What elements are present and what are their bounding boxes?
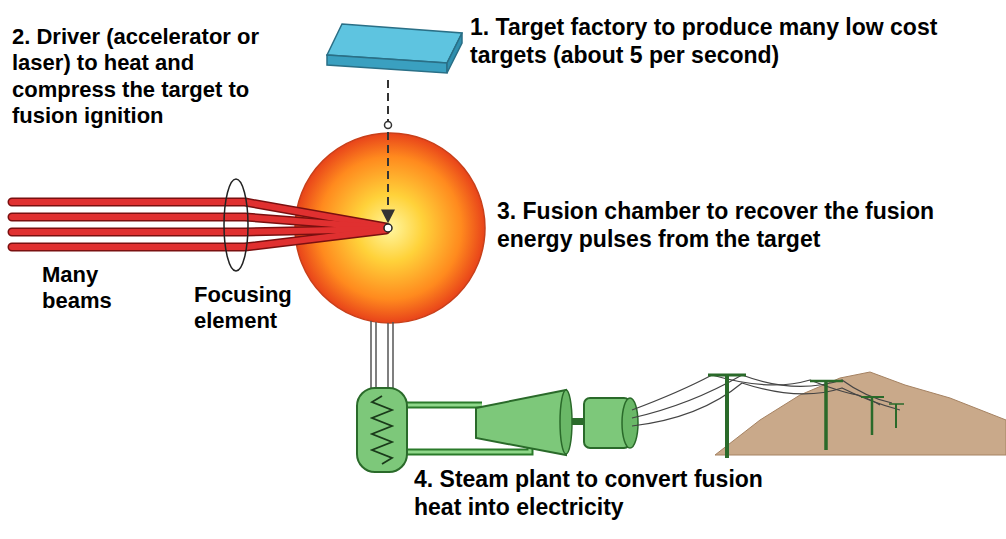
- turbine: [476, 390, 566, 455]
- focusing-element: [224, 179, 248, 271]
- heat-exchanger-coil: [372, 396, 392, 464]
- crossarm: [708, 374, 746, 377]
- target-path: [387, 80, 389, 222]
- callout-label: Focusing element: [194, 282, 324, 335]
- wire: [632, 383, 900, 426]
- pipe: [405, 402, 482, 409]
- wire: [632, 375, 892, 418]
- beam: [12, 229, 386, 232]
- driver-beams: [12, 202, 386, 247]
- pipe: [405, 404, 482, 407]
- callout-label: 4. Steam plant to convert fusion heat in…: [414, 466, 774, 521]
- crossarm: [810, 380, 843, 383]
- target: [384, 224, 392, 232]
- beam: [12, 230, 386, 247]
- shaft: [572, 418, 584, 425]
- target-pellet: [385, 122, 392, 129]
- beam: [12, 202, 386, 227]
- power-poles: [708, 375, 904, 458]
- heat-exchanger: [357, 388, 407, 472]
- beam: [12, 229, 386, 232]
- pipe: [392, 322, 394, 392]
- crossarm: [861, 396, 884, 398]
- callout-label: 3. Fusion chamber to recover the fusion …: [497, 198, 987, 253]
- pole: [895, 404, 897, 428]
- pipe: [370, 321, 372, 392]
- beam: [12, 230, 386, 247]
- beam: [12, 202, 386, 227]
- power-lines: [632, 375, 900, 426]
- callout-label: 2. Driver (accelerator or laser) to heat…: [12, 24, 284, 130]
- pole: [725, 375, 729, 458]
- target-factory-side: [327, 55, 447, 73]
- pipe: [387, 323, 389, 392]
- callout-label: Many beams: [42, 262, 142, 315]
- target-factory-end: [447, 33, 462, 73]
- crossarm: [889, 403, 904, 405]
- turbine-face: [560, 390, 572, 454]
- pole: [871, 397, 874, 435]
- callout-label: 1. Target factory to produce many low co…: [470, 14, 980, 69]
- generator-face: [622, 398, 638, 448]
- coolant-pipes: [371, 321, 393, 392]
- pole: [824, 381, 828, 450]
- pipe: [375, 322, 377, 392]
- beam: [12, 217, 386, 228]
